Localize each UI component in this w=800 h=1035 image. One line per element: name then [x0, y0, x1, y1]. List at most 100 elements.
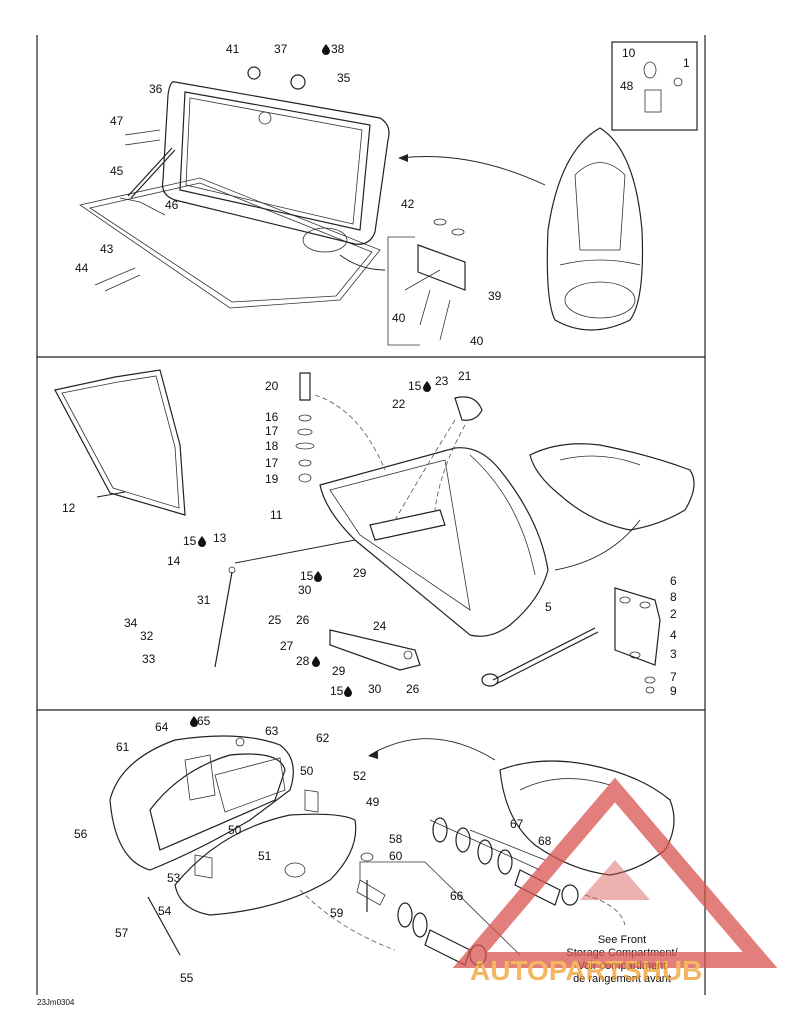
section-middle-storage-bin — [54, 369, 695, 694]
label-32: 32 — [140, 629, 154, 643]
label-23: 23 — [435, 374, 449, 388]
drop-icon — [190, 716, 198, 727]
label-51: 51 — [258, 849, 272, 863]
label-53: 53 — [167, 871, 181, 885]
label-68: 68 — [538, 834, 552, 848]
label-49: 49 — [366, 795, 380, 809]
label-15b: 15 — [183, 534, 197, 548]
label-26b: 26 — [406, 682, 420, 696]
label-8: 8 — [670, 590, 677, 604]
cover-61 — [109, 735, 294, 871]
label-5: 5 — [545, 600, 552, 614]
diagram-frame — [36, 35, 706, 995]
label-37: 37 — [274, 42, 288, 56]
label-45: 45 — [110, 164, 124, 178]
label-66: 66 — [450, 889, 464, 903]
gasket-12 — [54, 369, 186, 516]
label-50b: 50 — [228, 823, 242, 837]
label-17b: 17 — [265, 456, 279, 470]
label-46: 46 — [165, 198, 179, 212]
label-30a: 30 — [298, 583, 312, 597]
label-21: 21 — [458, 369, 472, 383]
label-40a: 40 — [392, 311, 406, 325]
label-48: 48 — [620, 79, 634, 93]
label-20: 20 — [265, 379, 279, 393]
label-22: 22 — [392, 397, 406, 411]
drop-icon — [312, 656, 320, 667]
watercraft-side-view — [529, 443, 695, 531]
label-65: 65 — [197, 714, 211, 728]
label-59: 59 — [330, 906, 344, 920]
label-15a: 15 — [408, 379, 422, 393]
label-67: 67 — [510, 817, 524, 831]
inset-box — [611, 41, 698, 131]
label-25: 25 — [268, 613, 282, 627]
note-line-1: See Front — [598, 934, 646, 946]
label-52: 52 — [353, 769, 367, 783]
label-26a: 26 — [296, 613, 310, 627]
label-50a: 50 — [300, 764, 314, 778]
label-61: 61 — [116, 740, 130, 754]
label-64: 64 — [155, 720, 169, 734]
label-11: 11 — [270, 508, 283, 522]
label-41: 41 — [226, 42, 240, 56]
part-labels: 10 1 48 41 37 38 35 36 47 45 46 43 44 42… — [62, 42, 690, 985]
label-24: 24 — [373, 619, 387, 633]
label-29b: 29 — [332, 664, 346, 678]
label-15c: 15 — [300, 569, 314, 583]
section-top-glove-box — [79, 41, 698, 346]
label-54: 54 — [158, 904, 172, 918]
label-31: 31 — [197, 593, 211, 607]
label-9: 9 — [670, 684, 677, 698]
label-2: 2 — [670, 607, 677, 621]
watercraft-top-view — [546, 127, 644, 331]
label-35: 35 — [337, 71, 351, 85]
label-63: 63 — [265, 724, 279, 738]
label-13: 13 — [213, 531, 227, 545]
arrow-to-watercraft — [399, 156, 546, 186]
note-line-4: de rangement avant — [573, 973, 671, 985]
label-15-lower: 15 — [330, 684, 344, 698]
label-14: 14 — [167, 554, 181, 568]
label-10: 10 — [622, 46, 636, 60]
label-6: 6 — [670, 574, 677, 588]
label-3: 3 — [670, 647, 677, 661]
label-4: 4 — [670, 628, 677, 642]
label-42: 42 — [401, 197, 415, 211]
label-33: 33 — [142, 652, 156, 666]
plate-49 — [174, 813, 357, 916]
label-55: 55 — [180, 971, 194, 985]
label-1: 1 — [683, 56, 690, 70]
watermark-text: AUTOPARTSHUB — [470, 955, 702, 986]
label-56: 56 — [74, 827, 88, 841]
label-44: 44 — [75, 261, 89, 275]
drop-icon — [198, 536, 206, 547]
drop-icon — [423, 381, 431, 392]
label-36: 36 — [149, 82, 163, 96]
drop-icon — [314, 571, 322, 582]
label-19: 19 — [265, 472, 279, 486]
label-30b: 30 — [368, 682, 382, 696]
label-17a: 17 — [265, 424, 279, 438]
sealant-drop-icons — [190, 44, 431, 727]
label-12: 12 — [62, 501, 76, 515]
label-57: 57 — [115, 926, 129, 940]
label-58: 58 — [389, 832, 403, 846]
label-7: 7 — [670, 670, 677, 684]
diagram-code: 23Jm0304 — [37, 998, 75, 1007]
glove-box-lid — [161, 81, 390, 245]
bracket-39 — [417, 244, 466, 291]
label-43: 43 — [100, 242, 114, 256]
watermark-logo: AUTOPARTSHUB — [452, 777, 778, 986]
drop-icon — [322, 44, 330, 55]
storage-bin-11 — [319, 447, 549, 637]
label-40b: 40 — [470, 334, 484, 348]
label-18: 18 — [265, 439, 279, 453]
label-38: 38 — [331, 42, 345, 56]
label-29a: 29 — [353, 566, 367, 580]
label-28: 28 — [296, 654, 310, 668]
section-bottom-rear-storage — [109, 735, 675, 966]
label-34: 34 — [124, 616, 138, 630]
label-60: 60 — [389, 849, 403, 863]
